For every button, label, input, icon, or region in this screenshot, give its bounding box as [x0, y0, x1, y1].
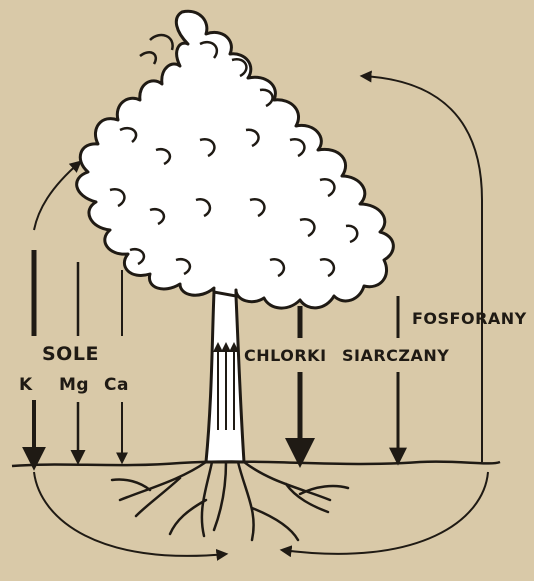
label-k: K: [19, 375, 33, 395]
bottom-right-arrow: [282, 472, 488, 554]
label-siarczany: SIARCZANY: [342, 346, 449, 365]
ground-line: [12, 462, 500, 466]
label-chlorki: CHLORKI: [244, 346, 327, 365]
label-sole: SOLE: [42, 343, 99, 365]
bottom-left-arrow: [34, 472, 226, 556]
tree-icon: [77, 11, 394, 308]
left-cycle-arrow: [34, 162, 80, 230]
label-ca: Ca: [104, 375, 129, 395]
label-fosforany: FOSFORANY: [412, 309, 527, 328]
label-mg: Mg: [59, 375, 89, 395]
roots-icon: [112, 462, 348, 540]
tree-crown: [77, 11, 394, 308]
